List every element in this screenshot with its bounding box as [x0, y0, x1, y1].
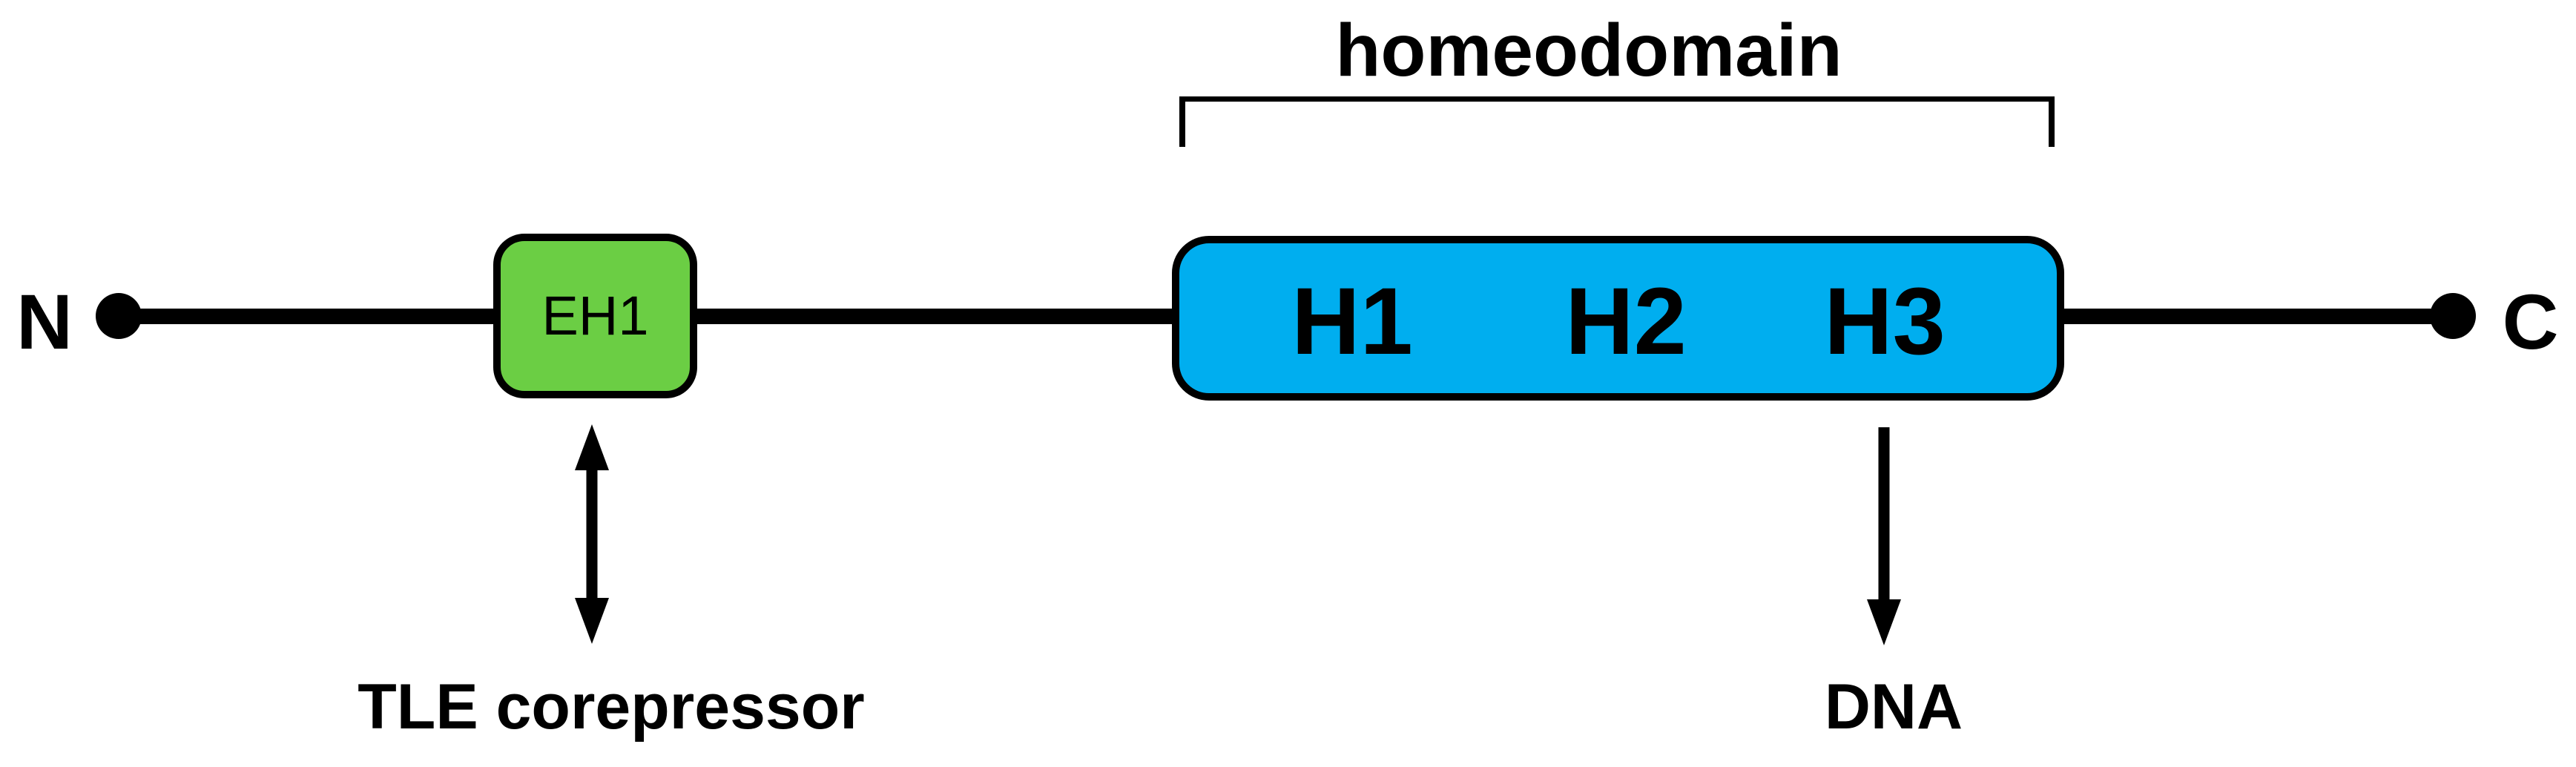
homeodomain-bracket: [1179, 96, 2055, 102]
homeodomain-title: homeodomain: [1335, 9, 1842, 92]
c-terminus-label: C: [2502, 279, 2559, 366]
helix-h3-label: H3: [1824, 269, 1946, 375]
homeodomain-box: H1 H2 H3: [1172, 236, 2064, 401]
n-terminus-dot: [96, 293, 142, 339]
eh1-domain-box: EH1: [493, 234, 697, 398]
n-terminus-label: N: [16, 279, 73, 366]
helix-h1-label: H1: [1291, 269, 1413, 375]
down-arrow: [1867, 427, 1901, 645]
homeodomain-bracket-left-tick: [1179, 96, 1185, 147]
dna-label: DNA: [1824, 671, 1963, 743]
c-terminus-dot: [2430, 293, 2476, 339]
tle-corepressor-label: TLE corepressor: [358, 671, 865, 743]
double-headed-arrow: [575, 424, 609, 644]
eh1-domain-label: EH1: [541, 285, 649, 346]
helix-h2-label: H2: [1565, 269, 1687, 375]
homeodomain-bracket-right-tick: [2049, 96, 2055, 147]
